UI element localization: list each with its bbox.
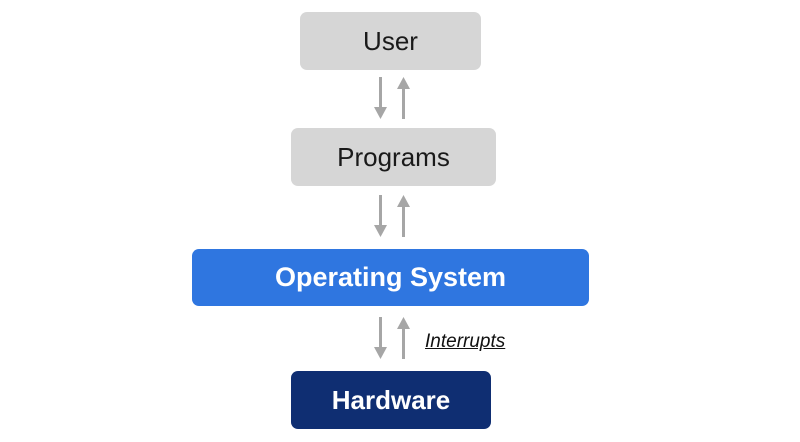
user-programs-arrows	[374, 77, 410, 119]
user-node: User	[300, 12, 481, 70]
user-node-label: User	[363, 25, 418, 56]
operating-system-node-label: Operating System	[274, 262, 507, 292]
programs-node-label: Programs	[337, 141, 450, 172]
interrupts-edge-label: Interrupts	[425, 331, 506, 352]
hardware-node-label: Hardware	[331, 384, 451, 415]
programs-node: Programs	[291, 128, 496, 186]
os-hardware-arrows	[374, 317, 410, 359]
hardware-node: Hardware	[291, 371, 491, 429]
operating-system-node: Operating System	[192, 249, 589, 306]
programs-os-arrows	[374, 195, 410, 237]
